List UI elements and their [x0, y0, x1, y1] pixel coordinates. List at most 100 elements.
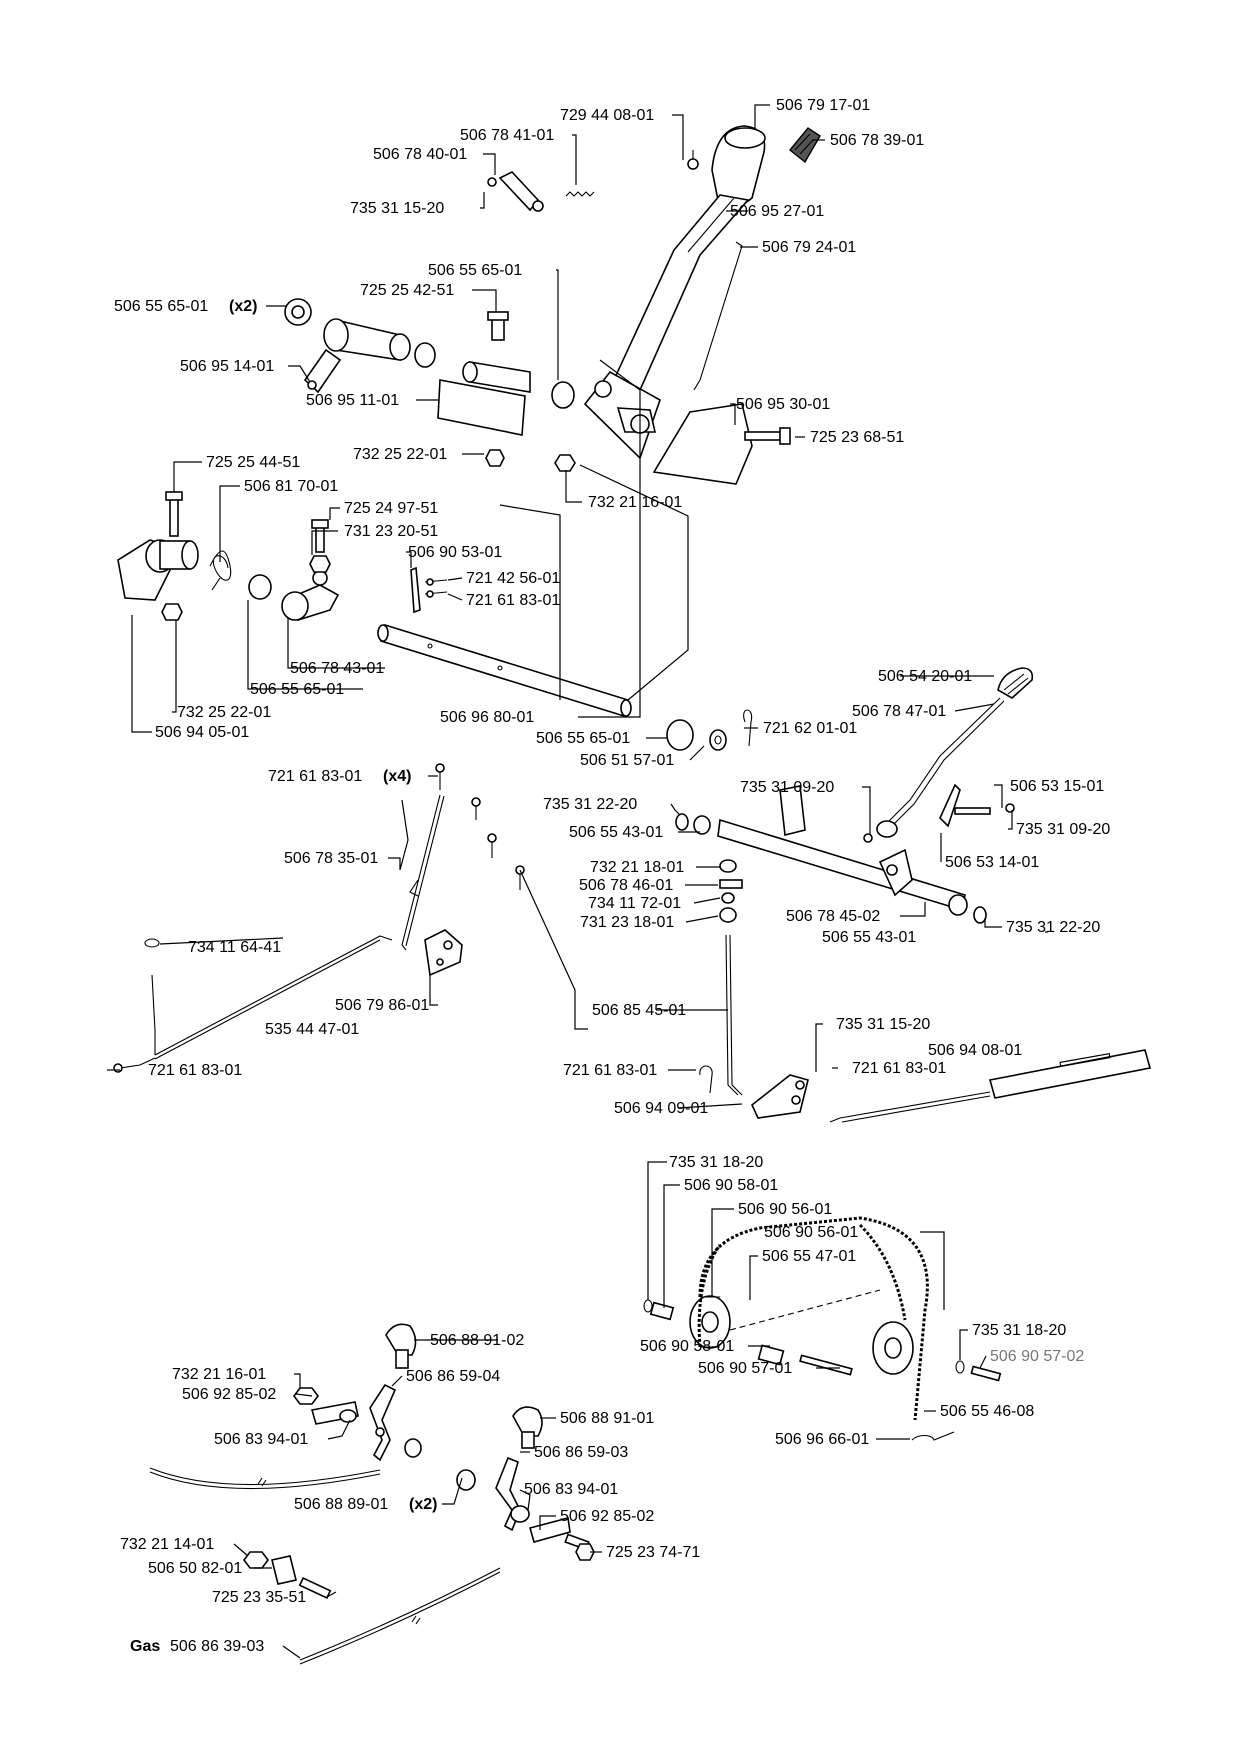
label-l58: 721 61 83-01 [148, 1062, 242, 1079]
label-l44: 506 78 46-01 [579, 877, 673, 894]
label-l01: 729 44 08-01 [560, 107, 654, 124]
label-l47: 506 78 45-02 [786, 908, 880, 925]
spring-small [565, 191, 595, 197]
label-l66: 735 31 18-20 [972, 1322, 1066, 1339]
label-l40: 735 31 09-20 [1016, 821, 1110, 838]
small-bracket-right [529, 1516, 595, 1561]
control-lever-lower [495, 1456, 530, 1532]
label-l22: 506 90 53-01 [408, 544, 502, 561]
screw-top [687, 150, 699, 170]
label-l85: 506 86 39-03 [170, 1638, 264, 1655]
spring-coil-left [209, 550, 232, 591]
label-l41: 506 53 14-01 [945, 854, 1039, 871]
lever-plate [652, 403, 753, 485]
label-l68: 732 21 16-01 [172, 1366, 266, 1383]
lever-knob [997, 667, 1034, 699]
label-l46: 731 23 18-01 [580, 914, 674, 931]
label-l14: 506 95 30-01 [736, 396, 830, 413]
label-l67: 506 90 57-02 [990, 1348, 1084, 1365]
label-l60: 735 31 18-20 [669, 1154, 763, 1171]
label-l32: 506 55 65-01 [536, 730, 630, 747]
label-l74: 506 55 46-08 [940, 1403, 1034, 1420]
long-link-rod [113, 935, 393, 1073]
label-l70: 506 90 58-01 [640, 1338, 734, 1355]
middle-shaft [675, 785, 987, 924]
part-drawings [113, 125, 1152, 1665]
chain-shafts [643, 1289, 1002, 1382]
leader-lines [107, 104, 1146, 1659]
cable-lower [299, 1567, 501, 1665]
small-nut-bracket-left [293, 1387, 359, 1425]
bushing-washer-right [666, 709, 753, 751]
drive-chain [697, 1216, 929, 1421]
link-rod-vertical [401, 794, 445, 951]
label-l51: 506 79 86-01 [335, 997, 429, 1014]
label-l33: 721 62 01-01 [763, 720, 857, 737]
label-l31: 506 78 47-01 [852, 703, 946, 720]
cable-upper [149, 1467, 381, 1490]
label-l04: 506 78 39-01 [830, 132, 924, 149]
label-l79: 506 88 89-01 [294, 1496, 388, 1513]
label-l78: 506 83 94-01 [524, 1481, 618, 1498]
throttle-rod [693, 241, 743, 391]
label-l59: 506 94 09-01 [614, 1100, 708, 1117]
cam-plate-left [117, 539, 199, 601]
label-l20: 725 24 97-51 [344, 500, 438, 517]
label-l28: 506 94 05-01 [155, 724, 249, 741]
vertical-rod [699, 934, 743, 1096]
label-l43: 732 21 18-01 [590, 859, 684, 876]
label-l19: 506 81 70-01 [244, 478, 338, 495]
label-l65: 506 88 91-02 [430, 1332, 524, 1349]
bushing-right-top [551, 381, 575, 409]
bushing-mid [414, 342, 436, 368]
cross-shaft [377, 623, 632, 718]
label-l75: 506 83 94-01 [214, 1431, 308, 1448]
label-l37: 506 53 15-01 [1010, 778, 1104, 795]
label-l36: 735 31 09-20 [740, 779, 834, 796]
label-l49: 506 55 43-01 [822, 929, 916, 946]
label-l21: 731 23 20-51 [344, 523, 438, 540]
label-l56: 721 61 83-01 [563, 1062, 657, 1079]
label-l83: 506 50 82-01 [148, 1560, 242, 1577]
label-l27: 732 25 22-01 [177, 704, 271, 721]
label-l42: 506 78 35-01 [284, 850, 378, 867]
label-l82: 725 23 74-71 [606, 1544, 700, 1561]
bushing-small-left [248, 574, 272, 600]
label-l02: 506 79 17-01 [776, 97, 870, 114]
nut-stack [719, 859, 743, 923]
lever-pivot-parts [863, 783, 1015, 843]
bushing-left [284, 298, 312, 326]
label-l64: 506 55 47-01 [762, 1248, 856, 1265]
label-l85-prefix: Gas [130, 1638, 160, 1655]
label-l24: 721 61 83-01 [466, 592, 560, 609]
label-l07: 506 95 27-01 [730, 203, 824, 220]
label-l29: 506 96 80-01 [440, 709, 534, 726]
label-l71: 506 90 57-01 [698, 1360, 792, 1377]
label-l62: 506 90 56-01 [738, 1201, 832, 1218]
label-l77: 506 96 66-01 [775, 1431, 869, 1448]
label-l06: 735 31 15-20 [350, 200, 444, 217]
knob-mid [512, 1406, 543, 1449]
label-l25: 506 78 43-01 [290, 660, 384, 677]
stud-left [404, 1438, 476, 1491]
label-l05: 506 78 40-01 [373, 146, 467, 163]
label-l15: 725 23 68-51 [810, 429, 904, 446]
label-l53: 535 44 47-01 [265, 1021, 359, 1038]
label-l34: 506 51 57-01 [580, 752, 674, 769]
label-l73: 506 88 91-01 [560, 1410, 654, 1427]
label-l79-qty: (x2) [409, 1496, 437, 1513]
label-l18: 725 25 44-51 [206, 454, 300, 471]
pivot-arm-left [281, 519, 340, 621]
handle-end-cap [789, 127, 821, 164]
label-l76: 506 86 59-03 [534, 1444, 628, 1461]
label-l03: 506 78 41-01 [460, 127, 554, 144]
label-l63: 506 90 56-01 [764, 1224, 858, 1241]
label-l17: 732 21 16-01 [588, 494, 682, 511]
hex-nut-upper [554, 454, 576, 472]
label-l08: 506 79 24-01 [762, 239, 856, 256]
label-l72: 506 92 85-02 [182, 1386, 276, 1403]
knob-top [385, 1323, 417, 1369]
label-l26: 506 55 65-01 [250, 681, 344, 698]
part-labels: 729 44 08-01 506 79 17-01 506 78 41-01 5… [114, 97, 1110, 1655]
